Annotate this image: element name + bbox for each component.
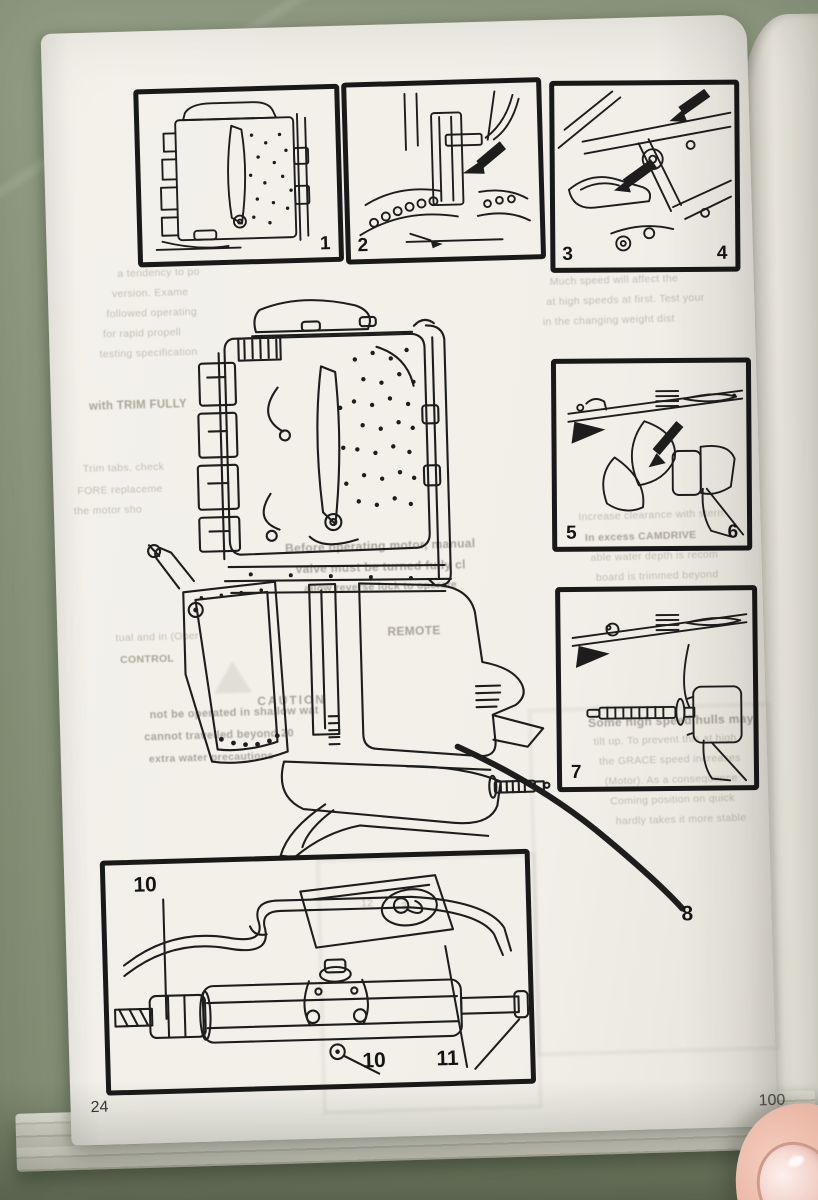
- page-number-left: 24: [90, 1098, 109, 1117]
- propeller-illustration: [567, 389, 745, 538]
- figure-number: 11: [436, 1046, 459, 1071]
- manual-page: a tendency to po version. Exame followed…: [40, 14, 786, 1146]
- fingernail: [742, 1128, 818, 1200]
- figure-number: 7: [570, 761, 582, 784]
- bleedthrough-text: at high speeds at first. Test your: [546, 291, 705, 309]
- figure-number: 4: [716, 242, 728, 264]
- transom-bracket-illustration: [557, 88, 732, 252]
- figure-frame-5-6: 5 6: [550, 357, 753, 552]
- bleedthrough-text: a tendency to po: [117, 265, 200, 281]
- engine-side-view-illustration: [155, 101, 311, 251]
- leader-curve-svg: [454, 743, 686, 912]
- callout-8-leader: 8: [392, 686, 699, 954]
- bleedthrough-text: in the changing weight dist: [542, 312, 675, 329]
- callout-number: 8: [681, 902, 694, 926]
- steering-cylinder-illustration: [114, 874, 530, 1075]
- bleedthrough-text: Much speed will affect the: [549, 272, 679, 288]
- figure-number: 2: [357, 235, 369, 257]
- figure-frame-2: 2: [341, 77, 547, 265]
- figure-number: 10: [362, 1048, 387, 1073]
- figure-frame-1: 1: [133, 83, 345, 268]
- prop-shaft-illustration: [571, 613, 748, 782]
- tilt-lock-illustration: [359, 90, 531, 249]
- outboard-motor-illustration: [113, 282, 553, 868]
- figure-frame-7: 7: [555, 585, 760, 793]
- bleedthrough-text: board is trimmed beyond: [595, 568, 719, 584]
- figure-frame-steering: 10 10 11: [99, 848, 537, 1096]
- figure-frame-3-4: 3 4: [549, 79, 741, 273]
- figure-number: 1: [319, 233, 331, 255]
- figure-number: 6: [727, 521, 739, 543]
- figure-number: 5: [566, 522, 577, 544]
- figure-number: 10: [133, 873, 158, 897]
- figure-number: 3: [562, 243, 574, 265]
- outboard-motor-svg: [147, 299, 551, 859]
